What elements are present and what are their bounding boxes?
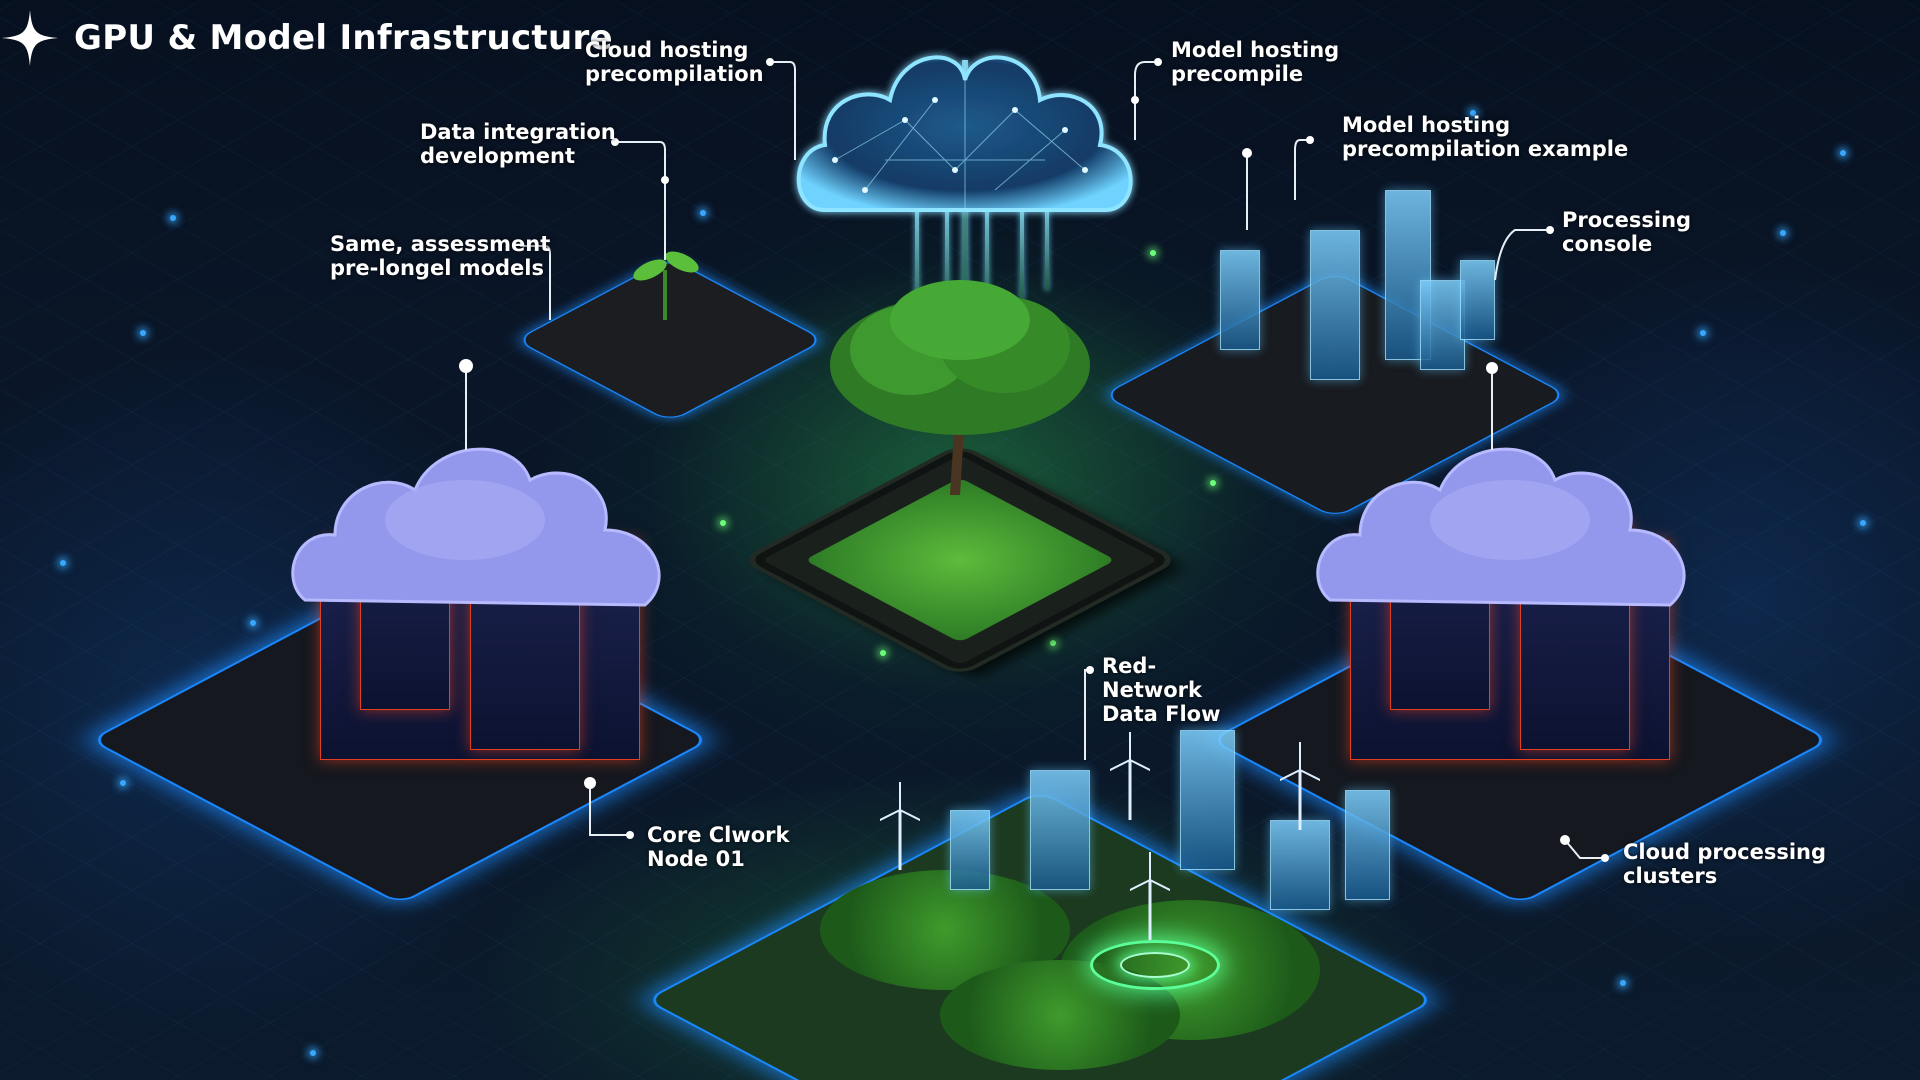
header: GPU & Model Infrastructure [0,8,613,68]
label-processing-console: Processing console [1562,208,1692,256]
sparkle-icon [2,10,58,66]
label-red-network-data-flow: Red- Network Data Flow [1102,654,1221,726]
label-model-hosting-precompilation-example: Model hosting precompilation example [1342,113,1629,161]
purple-cloud-icon [291,447,661,607]
label-core-node-01: Core Clwork Node 01 [647,823,790,871]
wind-turbine-icon [1130,852,1170,940]
wind-turbine-icon [1110,732,1150,820]
label-cloud-hosting-precompilation: Cloud hosting precompilation [585,38,764,86]
energy-ring [1090,940,1220,990]
wind-turbine-icon [880,782,920,870]
label-same-assessment: Same, assessment pre-longel models [330,232,551,280]
label-cloud-processing-clusters: Cloud processing clusters [1623,840,1827,888]
purple-cloud-icon [1316,447,1686,607]
label-model-hosting-precompile: Model hosting precompile [1171,38,1340,86]
tree-icon [830,280,1090,495]
page-title: GPU & Model Infrastructure [74,18,613,58]
wind-turbine-icon [1280,742,1320,830]
label-data-integration-development: Data integration development [420,120,616,168]
green-city-tower [1030,770,1090,890]
neural-cloud-icon [796,55,1133,212]
sprout-icon [633,251,699,320]
